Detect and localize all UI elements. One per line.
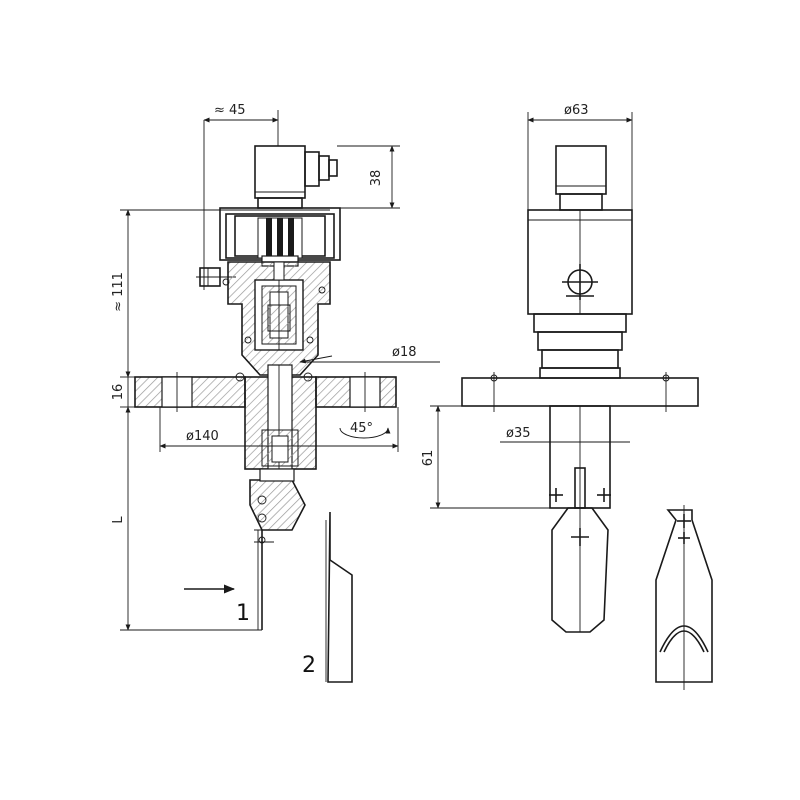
body-section — [227, 261, 331, 376]
flange — [134, 372, 397, 412]
arrow-symbol-icon — [562, 264, 598, 300]
vane-1 — [257, 530, 263, 630]
connector-plug — [254, 145, 338, 209]
section-view — [134, 145, 397, 630]
dimension-lines — [120, 110, 633, 631]
dim-tube-diameter: ø35 — [506, 426, 531, 441]
vane-front-detail — [655, 505, 713, 690]
dim-flange-thickness: 16 — [111, 384, 126, 401]
dim-rotation-angle: 45° — [350, 421, 373, 436]
side-view — [461, 145, 699, 633]
dim-housing-diameter: ø63 — [564, 103, 589, 118]
dim-shaft-diameter: ø18 — [392, 345, 417, 360]
dim-connector-height: 38 — [369, 170, 384, 187]
shaft-tube — [244, 364, 317, 470]
dim-approx-width: ≈ 45 — [214, 103, 246, 118]
dim-approx-height: ≈ 111 — [111, 272, 126, 312]
housing — [219, 207, 341, 267]
dim-flange-diameter: ø140 — [186, 429, 219, 444]
dim-length: L — [111, 516, 126, 524]
vane-2 — [325, 511, 353, 683]
callout-vane-1: 1 — [236, 601, 250, 626]
dim-tube-length: 61 — [421, 450, 436, 467]
callout-vane-2: 2 — [302, 653, 316, 678]
